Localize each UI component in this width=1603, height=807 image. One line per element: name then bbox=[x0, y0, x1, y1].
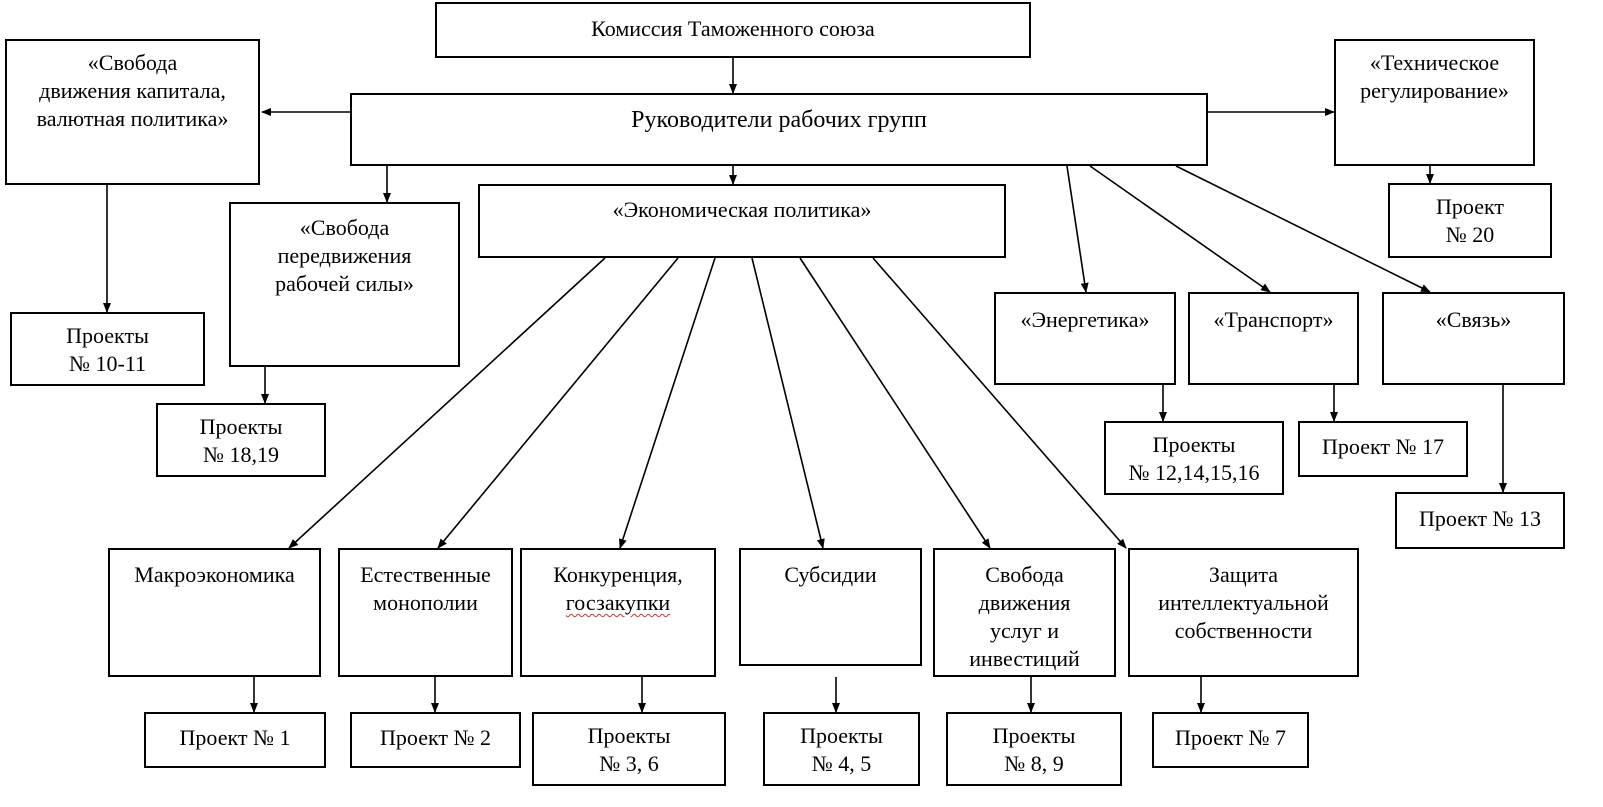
project-17-box: Проект № 17 bbox=[1298, 421, 1468, 477]
labor-box: «Свобода передвижения рабочей силы» bbox=[229, 202, 460, 367]
projects-3-6-box: Проекты № 3, 6 bbox=[532, 712, 726, 786]
subsidies-box: Субсидии bbox=[739, 548, 922, 666]
arrow-leaders-to-communication bbox=[1175, 165, 1431, 293]
project-1-box: Проект № 1 bbox=[144, 712, 326, 768]
capital-box: «Свобода движения капитала, валютная пол… bbox=[5, 39, 260, 185]
leaders-box: Руководители рабочих групп bbox=[350, 93, 1208, 166]
arrow-economic-to-subsidies bbox=[751, 257, 825, 549]
technical-box: «Техническое регулирование» bbox=[1334, 39, 1535, 166]
transport-box: «Транспорт» bbox=[1188, 292, 1359, 385]
competition-box: Конкуренция, госзакупки bbox=[520, 548, 716, 677]
project-7-box: Проект № 7 bbox=[1152, 712, 1309, 768]
ip-box: Защита интеллектуальной собственности bbox=[1128, 548, 1359, 677]
project-20-box: Проект № 20 bbox=[1388, 183, 1552, 258]
projects-12-16-box: Проекты № 12,14,15,16 bbox=[1104, 421, 1284, 495]
projects-10-11-box: Проекты № 10-11 bbox=[10, 312, 205, 386]
project-2-box: Проект № 2 bbox=[350, 712, 521, 768]
arrow-economic-to-macro bbox=[288, 257, 606, 549]
arrow-economic-to-ip bbox=[872, 257, 1127, 549]
arrow-leaders-to-transport bbox=[1089, 165, 1271, 293]
commission-box: Комиссия Таможенного союза bbox=[435, 2, 1031, 58]
projects-4-5-box: Проекты № 4, 5 bbox=[763, 712, 920, 786]
projects-8-9-box: Проекты № 8, 9 bbox=[946, 712, 1122, 786]
energy-box: «Энергетика» bbox=[994, 292, 1176, 385]
services-box: Свобода движения услуг и инвестиций bbox=[933, 548, 1116, 677]
arrow-economic-to-services bbox=[799, 257, 991, 549]
projects-18-19-box: Проекты № 18,19 bbox=[156, 403, 326, 477]
arrow-economic-to-competition bbox=[619, 257, 716, 549]
project-13-box: Проект № 13 bbox=[1395, 492, 1565, 549]
communication-box: «Связь» bbox=[1382, 292, 1565, 385]
monopolies-box: Естественные монополии bbox=[338, 548, 513, 677]
macro-box: Макроэкономика bbox=[108, 548, 321, 677]
arrow-leaders-to-energy bbox=[1066, 165, 1089, 293]
arrow-economic-to-monopolies bbox=[437, 257, 679, 549]
economic-box: «Экономическая политика» bbox=[478, 184, 1006, 258]
